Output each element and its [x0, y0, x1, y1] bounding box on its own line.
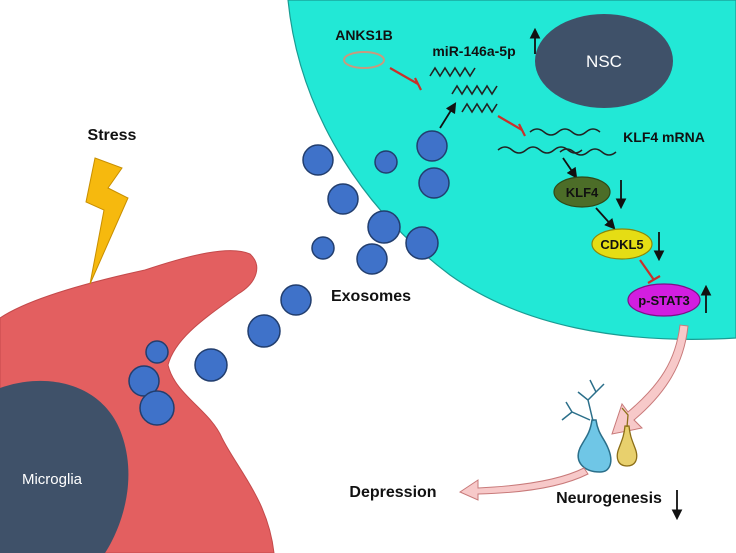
microglia-label: Microglia — [22, 471, 83, 488]
mirna-strand — [461, 102, 498, 114]
exosome — [280, 284, 312, 316]
stress-label: Stress — [88, 127, 137, 144]
exosome — [139, 390, 175, 426]
microglia-nucleus — [0, 380, 129, 553]
pstat3-node — [627, 283, 701, 317]
klf4-mrna-strand — [497, 146, 583, 154]
klf4-to-cdkl5-arrow — [595, 207, 616, 230]
depression-label: Depression — [349, 484, 436, 501]
pstat3-to-neurogenesis-arrow — [611, 324, 689, 435]
mirna-label: miR-146a-5p — [432, 43, 515, 59]
klf4-mrna-label: KLF4 mRNA — [623, 129, 705, 145]
exosome — [374, 150, 398, 174]
neurogenesis-to-depression-arrow — [458, 467, 589, 501]
anks1b-inhibit — [389, 67, 422, 91]
neuron-icon — [561, 379, 612, 473]
nsc-label: NSC — [586, 52, 622, 71]
pstat3-label: p-STAT3 — [638, 293, 690, 308]
exosome — [405, 226, 439, 260]
klf4-mrna-strand — [559, 148, 617, 156]
exosome — [356, 243, 388, 275]
exosome — [145, 340, 169, 364]
exosome — [311, 236, 335, 260]
exosomes — [128, 130, 450, 426]
mirna-inhibit — [497, 115, 526, 137]
neuron-icon — [616, 407, 638, 467]
klf4-mrna-strand — [529, 128, 601, 136]
anks1b-label: ANKS1B — [335, 27, 393, 43]
exosome — [247, 314, 281, 348]
cdkl5-label: CDKL5 — [600, 237, 643, 252]
exosome — [418, 167, 450, 199]
exosome — [416, 130, 448, 162]
exosome — [302, 144, 334, 176]
mrna-to-klf4-arrow — [562, 157, 578, 179]
klf4-label: KLF4 — [566, 185, 599, 200]
klf4-node — [553, 176, 611, 208]
mirna-strand — [429, 66, 476, 78]
lightning-icon — [85, 157, 129, 285]
nsc-nucleus — [535, 14, 673, 108]
anks1b-ring — [343, 51, 385, 69]
cdkl5-inhibit — [639, 259, 661, 284]
exosome — [327, 183, 359, 215]
mirna-strand — [451, 84, 498, 96]
exosome — [194, 348, 228, 382]
neurogenesis-label: Neurogenesis — [556, 490, 662, 507]
exosome-to-mirna-arrow — [439, 102, 457, 129]
exosome — [367, 210, 401, 244]
cdkl5-node — [591, 228, 653, 260]
exosomes-label: Exosomes — [331, 288, 411, 305]
